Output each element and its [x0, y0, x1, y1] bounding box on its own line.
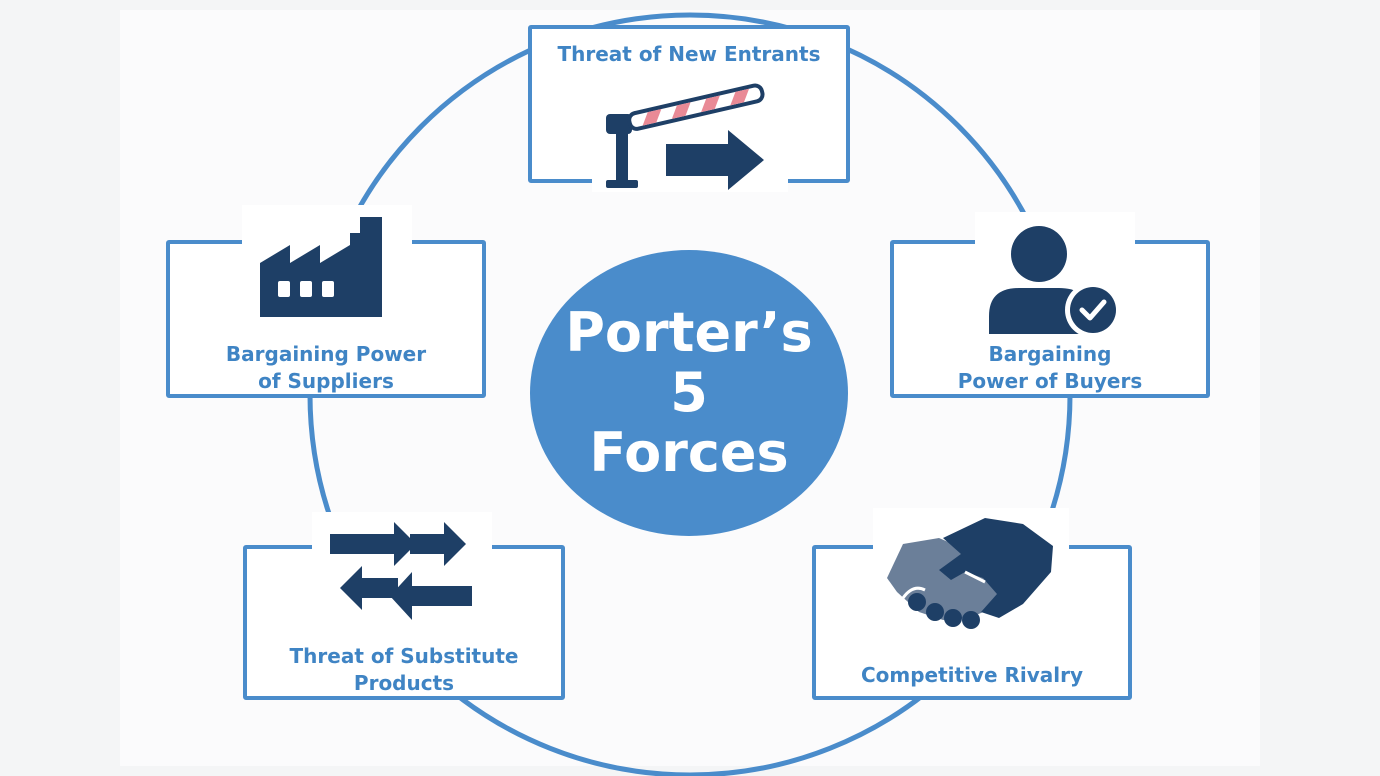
force-suppliers-label-line-1: Bargaining Power — [225, 342, 427, 366]
handshake-icon — [873, 508, 1069, 640]
force-substitutes-label: Threat of Substitute Products — [247, 643, 561, 697]
user-check-icon — [975, 212, 1135, 340]
center-title-circle: Porter’s 5 Forces — [530, 250, 848, 536]
center-title-line-2: 5 — [670, 361, 708, 424]
force-buyers-label-line-1: Bargaining — [988, 342, 1112, 366]
barrier-arrow-icon — [592, 80, 788, 192]
force-substitutes-label-line-2: Products — [353, 671, 455, 695]
force-rivalry-label: Competitive Rivalry — [860, 663, 1084, 687]
swap-arrows-icon — [312, 512, 492, 630]
factory-icon — [242, 205, 412, 327]
force-buyers-label: Bargaining Power of Buyers — [894, 341, 1206, 395]
center-title-line-1: Porter’s — [565, 301, 813, 364]
force-suppliers-label-line-2: of Suppliers — [258, 369, 394, 393]
force-substitutes-label-line-1: Threat of Substitute — [289, 644, 519, 668]
force-buyers-label-line-2: Power of Buyers — [957, 369, 1143, 393]
center-title-line-3: Forces — [589, 421, 789, 484]
force-new-entrants-label: Threat of New Entrants — [557, 42, 821, 66]
force-suppliers-label: Bargaining Power of Suppliers — [170, 341, 482, 395]
